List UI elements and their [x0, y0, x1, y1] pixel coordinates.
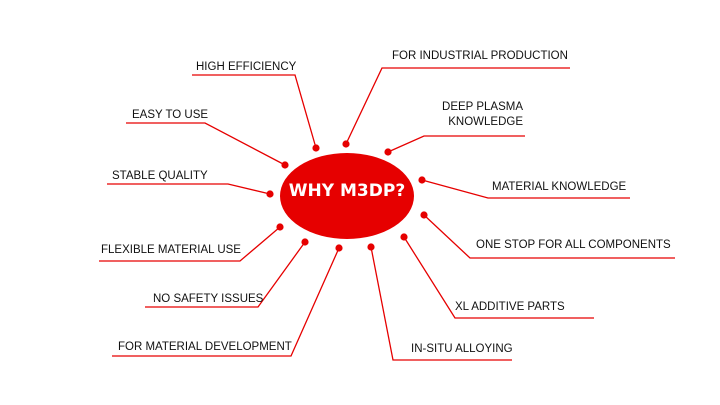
connector-xl-additive [403, 236, 594, 319]
dot-group [266, 140, 428, 252]
connector-dot-industrial-production [342, 140, 350, 148]
branch-label-high-efficiency: HIGH EFFICIENCY [196, 61, 297, 73]
connector-dot-material-knowledge [418, 176, 426, 184]
connector-dot-high-efficiency [312, 144, 320, 152]
connector-flexible-material [99, 226, 281, 262]
branch-label-material-knowledge: MATERIAL KNOWLEDGE [492, 181, 627, 193]
branch-label-flexible-material: FLEXIBLE MATERIAL USE [101, 244, 241, 256]
center-ellipse [280, 153, 414, 239]
connector-one-stop [423, 214, 675, 259]
branch-label-in-situ: IN-SITU ALLOYING [411, 343, 513, 355]
connector-group [99, 67, 675, 361]
branch-label-deep-plasma: DEEP PLASMA KNOWLEDGE [412, 100, 523, 130]
connector-dot-material-development [335, 244, 343, 252]
connector-in-situ [370, 246, 512, 361]
branch-label-no-safety: NO SAFETY ISSUES [153, 293, 264, 305]
branch-label-material-development: FOR MATERIAL DEVELOPMENT [118, 341, 292, 353]
connector-easy-to-use [126, 122, 286, 166]
branch-label-deep-plasma-line-1: DEEP PLASMA [442, 101, 523, 113]
branch-label-easy-to-use: EASY TO USE [132, 109, 209, 121]
connector-dot-one-stop [420, 211, 428, 219]
connector-dot-xl-additive [400, 233, 408, 241]
connector-dot-no-safety [301, 238, 309, 246]
connector-dot-deep-plasma [384, 148, 392, 156]
connector-dot-easy-to-use [281, 161, 289, 169]
connector-dot-flexible-material [276, 223, 284, 231]
connector-no-safety [145, 241, 306, 308]
connector-material-development [112, 247, 340, 357]
connector-dot-in-situ [367, 243, 375, 251]
branch-label-stable-quality: STABLE QUALITY [112, 170, 208, 182]
connector-industrial-production [345, 67, 570, 145]
connector-high-efficiency [192, 74, 317, 149]
connector-deep-plasma [387, 135, 525, 153]
branch-label-deep-plasma-line-2: KNOWLEDGE [448, 116, 523, 128]
connector-stable-quality [107, 183, 271, 195]
branch-label-one-stop: ONE STOP FOR ALL COMPONENTS [476, 239, 671, 251]
center-label: WHY M3DP? [288, 181, 406, 201]
branch-label-xl-additive: XL ADDITIVE PARTS [455, 301, 565, 313]
branch-label-industrial-production: FOR INDUSTRIAL PRODUCTION [392, 50, 568, 62]
connector-material-knowledge [421, 179, 630, 199]
connector-dot-stable-quality [266, 190, 274, 198]
